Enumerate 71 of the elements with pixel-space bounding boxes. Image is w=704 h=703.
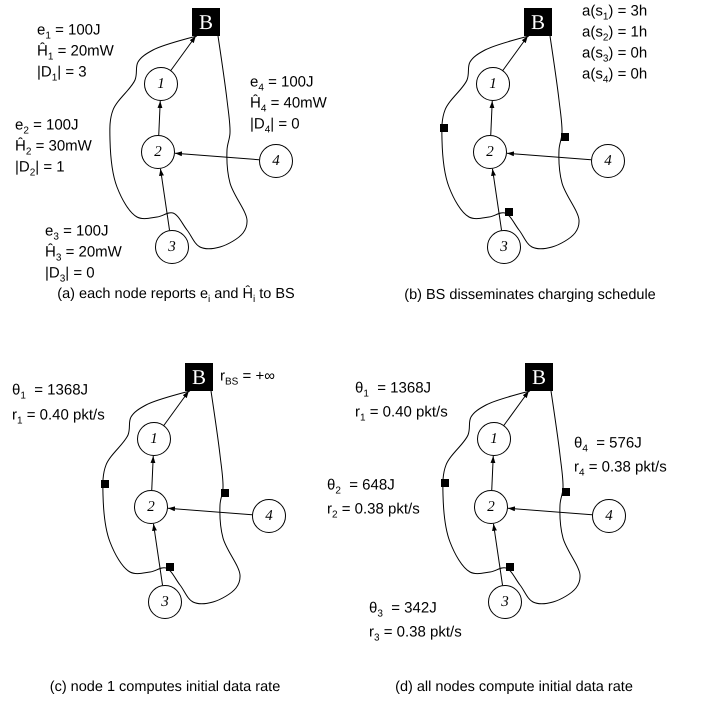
sensor-node-circle: 2 — [474, 490, 508, 524]
arrow — [503, 390, 530, 426]
parameter-label: a(s$_{2}$) = 1h — [582, 24, 648, 44]
parameter-label: Ĥ$_{2}$ = 30mW — [15, 138, 92, 158]
base-station-box: B — [192, 8, 220, 36]
sensor-node-circle: 2 — [473, 135, 507, 169]
parameter-label: Ĥ$_{3}$ = 20mW — [45, 244, 122, 264]
charging-route-path — [109, 36, 248, 250]
arrow — [491, 168, 502, 231]
parameter-label: r$_{3}$ = 0.38 pkt/s — [369, 624, 462, 644]
parameter-label: |D$_{4}$| = 0 — [250, 116, 300, 136]
arrow — [152, 523, 164, 586]
parameter-label: a(s$_{3}$) = 0h — [582, 46, 648, 64]
parameter-label: r$_{2}$ = 0.38 pkt/s — [327, 502, 420, 520]
panel-caption: (b) BS disseminates charging schedule — [404, 288, 656, 304]
charging-route-path — [441, 36, 580, 250]
arrow — [490, 100, 494, 136]
charging-route-path — [442, 390, 581, 604]
arrow — [174, 151, 260, 160]
panel-caption: (a) each node reports e$_{i}$ and Ĥ$_{i}$ to BS — [57, 287, 295, 305]
arrow — [490, 455, 496, 491]
sensor-node-circle: 2 — [141, 135, 175, 169]
parameter-label: e$_{3}$ = 100J — [45, 224, 109, 242]
sensor-node-circle: 1 — [476, 67, 510, 101]
parameter-label: r$_{4}$ = 0.38 pkt/s — [574, 460, 667, 478]
sensor-node-circle: 4 — [592, 499, 626, 533]
parameter-label: e$_{1}$ = 100J — [37, 22, 101, 42]
sensor-node-circle: 1 — [137, 422, 171, 456]
base-station-box: B — [524, 8, 552, 36]
parameter-label: |D$_{3}$| = 0 — [45, 266, 95, 284]
panel-caption: (d) all nodes compute initial data rate — [395, 680, 633, 696]
base-station-box: B — [185, 363, 213, 391]
sensor-node-circle: 1 — [144, 67, 178, 101]
parameter-label: θ$_{3}$ = 342J — [369, 600, 437, 620]
parameter-label: θ$_{1}$ = 1368J — [355, 380, 432, 400]
sensor-node-circle: 4 — [591, 144, 625, 178]
panel-caption: (c) node 1 computes initial data rate — [50, 680, 280, 696]
sensor-node-circle: 4 — [252, 499, 286, 533]
arrow — [170, 36, 196, 71]
parameter-label: |D$_{1}$| = 3 — [37, 64, 87, 84]
sensor-node-circle: 4 — [259, 144, 293, 178]
sensor-node-circle: 3 — [487, 230, 521, 264]
arrow — [506, 151, 592, 160]
parameter-label: r$_{1}$ = 0.40 pkt/s — [355, 404, 448, 424]
arrow — [167, 506, 253, 516]
arrow — [158, 100, 162, 136]
parameter-label: a(s$_{4}$) = 0h — [582, 66, 648, 86]
parameter-label: e$_{4}$ = 100J — [250, 74, 314, 94]
sensor-node-circle: 3 — [148, 585, 182, 619]
parameter-label: r$_{BS}$ = +∞ — [220, 368, 275, 388]
parameter-label: Ĥ$_{1}$ = 20mW — [37, 44, 114, 62]
arrow — [502, 36, 528, 71]
sensor-node-circle: 3 — [488, 585, 522, 619]
parameter-label: |D$_{2}$| = 1 — [15, 160, 65, 178]
sensor-node-circle: 3 — [155, 230, 189, 264]
charging-route-path — [102, 390, 241, 604]
parameter-label: θ$_{2}$ = 648J — [327, 478, 395, 496]
parameter-label: a(s$_{1}$) = 3h — [582, 4, 648, 22]
arrow — [507, 506, 593, 516]
arrow — [159, 168, 170, 231]
arrow — [163, 390, 190, 426]
sensor-node-circle: 2 — [134, 490, 168, 524]
arrow — [492, 523, 504, 586]
parameter-label: r$_{1}$ = 0.40 pkt/s — [12, 408, 105, 426]
base-station-box: B — [525, 363, 553, 391]
parameter-label: Ĥ$_{4}$ = 40mW — [250, 96, 327, 114]
parameter-label: e$_{2}$ = 100J — [15, 118, 79, 136]
sensor-node-circle: 1 — [477, 422, 511, 456]
parameter-label: θ$_{4}$ = 576J — [574, 436, 642, 454]
parameter-label: θ$_{1}$ = 1368J — [12, 382, 88, 402]
arrow — [150, 455, 156, 491]
